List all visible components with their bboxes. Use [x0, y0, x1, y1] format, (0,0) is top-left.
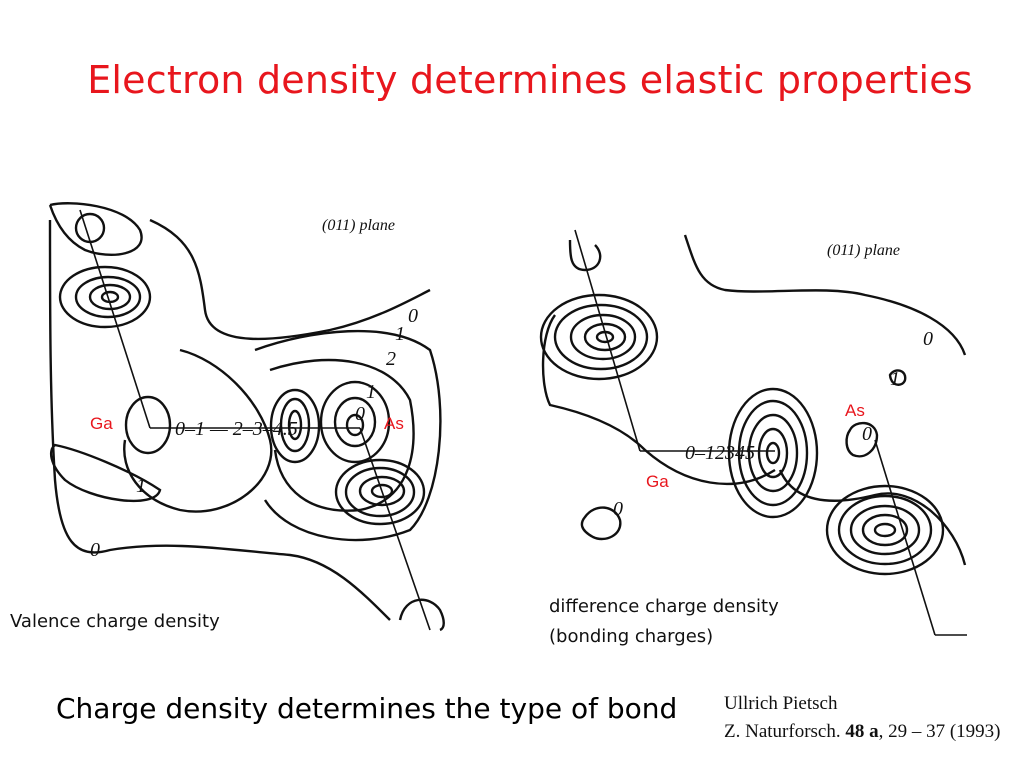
left-contour-sequence: 0–1 — 2–3–4.5: [175, 418, 298, 440]
citation-journal: Z. Naturforsch.: [724, 721, 841, 742]
right-plane-label: (011) plane: [827, 242, 900, 259]
left-as-label: As: [384, 414, 404, 433]
citation: Ullrich Pietsch Z. Naturforsch. 48 a, 29…: [724, 690, 1001, 746]
citation-reference: Z. Naturforsch. 48 a, 29 – 37 (1993): [724, 718, 1001, 746]
right-caption-line1: difference charge density: [549, 596, 779, 617]
right-contour-label: 0: [613, 498, 623, 520]
citation-pages: , 29 – 37 (1993): [878, 721, 1001, 742]
right-ga-label: Ga: [646, 472, 669, 491]
valence-charge-density-map: 0–1 — 2–3–4.5 0 1 2 1 0 1 0 (011) plane: [48, 202, 445, 632]
right-contour-label: 0: [862, 423, 872, 445]
right-contour-sequence: 0–12345: [685, 442, 755, 464]
left-contour-label: 0: [90, 539, 100, 561]
difference-charge-density-map: 0–12345 0 1 0 0 (011) plane: [539, 229, 967, 636]
left-caption: Valence charge density: [10, 611, 220, 632]
right-caption-line2: (bonding charges): [549, 626, 714, 647]
left-plane-label: (011) plane: [322, 217, 395, 234]
citation-volume: 48 a: [845, 721, 879, 742]
left-contour-label: 1: [366, 381, 376, 403]
left-contour-label: 1: [136, 475, 146, 497]
left-contour-label: 1: [395, 323, 405, 345]
right-as-label: As: [845, 401, 865, 420]
footer-statement: Charge density determines the type of bo…: [56, 692, 678, 725]
left-contour-label: 0: [355, 403, 365, 425]
right-caption: difference charge density (bonding charg…: [549, 592, 779, 652]
left-ga-label: Ga: [90, 414, 113, 433]
right-contour-label: 1: [890, 368, 900, 390]
citation-author: Ullrich Pietsch: [724, 693, 838, 714]
left-contour-label: 0: [408, 305, 418, 327]
left-contour-label: 2: [386, 348, 396, 370]
right-contour-label: 0: [923, 328, 933, 350]
slide-title: Electron density determines elastic prop…: [87, 58, 973, 102]
